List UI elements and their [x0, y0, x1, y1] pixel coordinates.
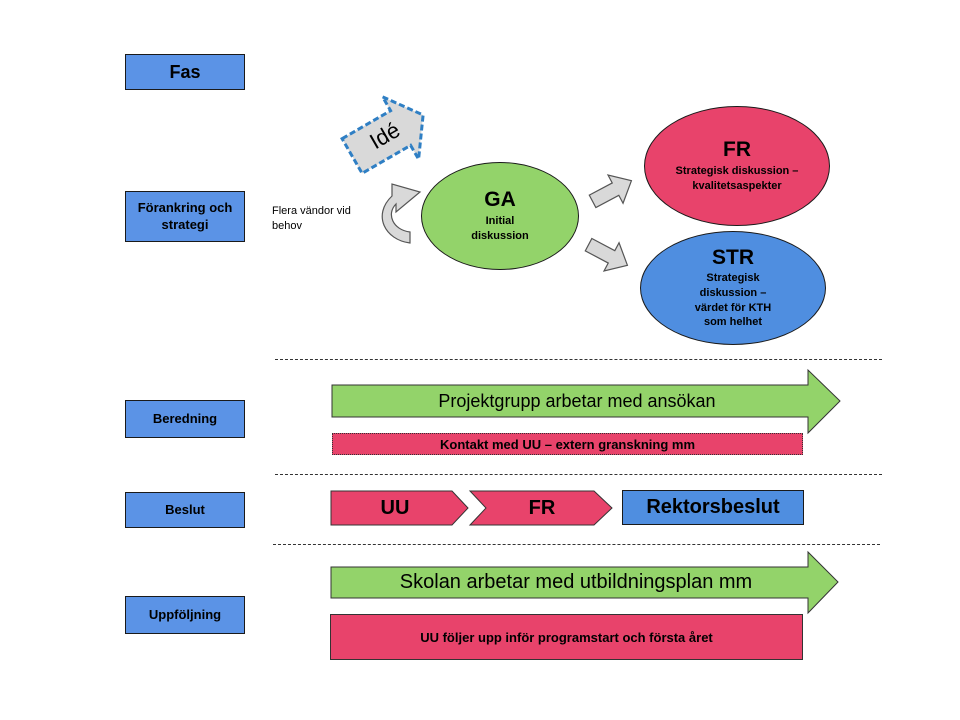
ga-text: Initial diskussion	[471, 215, 529, 243]
loop-note: Flera vändor vid behov	[272, 205, 351, 233]
fr-text: Strategisk diskussion – kvalitetsaspekte…	[675, 165, 799, 193]
uu-foljer-box: UU följer upp inför programstart och för…	[330, 614, 803, 660]
beslut-uu-label: UU	[380, 496, 410, 519]
fr-chevron-shape	[468, 490, 613, 526]
separator-2	[275, 474, 882, 475]
phase-forankring: Förankring och strategi	[125, 191, 245, 242]
fr-title: FR	[723, 138, 751, 162]
ide-arrow-shape	[340, 93, 425, 176]
fr-ellipse: FR Strategisk diskussion – kvalitetsaspe…	[644, 106, 830, 226]
ga-title: GA	[484, 188, 516, 212]
arrow-to-str-icon	[584, 237, 629, 272]
phase-beredning: Beredning	[125, 400, 245, 438]
projektgrupp-label: Projektgrupp arbetar med ansökan	[438, 390, 716, 411]
beslut-fr-label: FR	[528, 496, 556, 519]
str-ellipse: STR Strategisk diskussion – värdet för K…	[640, 231, 826, 345]
phase-fas: Fas	[125, 54, 245, 90]
separator-1	[275, 359, 882, 360]
arrow-to-fr-icon	[588, 174, 633, 209]
phase-beslut: Beslut	[125, 492, 245, 528]
ga-ellipse: GA Initial diskussion	[421, 162, 579, 270]
phase-uppfoljning: Uppföljning	[125, 596, 245, 634]
uu-chevron-shape	[330, 490, 469, 526]
str-text: Strategisk diskussion – värdet för KTH s…	[694, 271, 772, 329]
separator-3	[273, 544, 880, 545]
skolan-arrow-shape	[330, 550, 839, 615]
rektorsbeslut-box: Rektorsbeslut	[622, 490, 804, 525]
loop-arrow-icon	[381, 183, 422, 244]
kontakt-uu-box: Kontakt med UU – extern granskning mm	[332, 433, 803, 455]
projektgrupp-arrow-shape	[331, 368, 841, 435]
str-title: STR	[712, 245, 754, 269]
skolan-label: Skolan arbetar med utbildningsplan mm	[399, 571, 753, 593]
